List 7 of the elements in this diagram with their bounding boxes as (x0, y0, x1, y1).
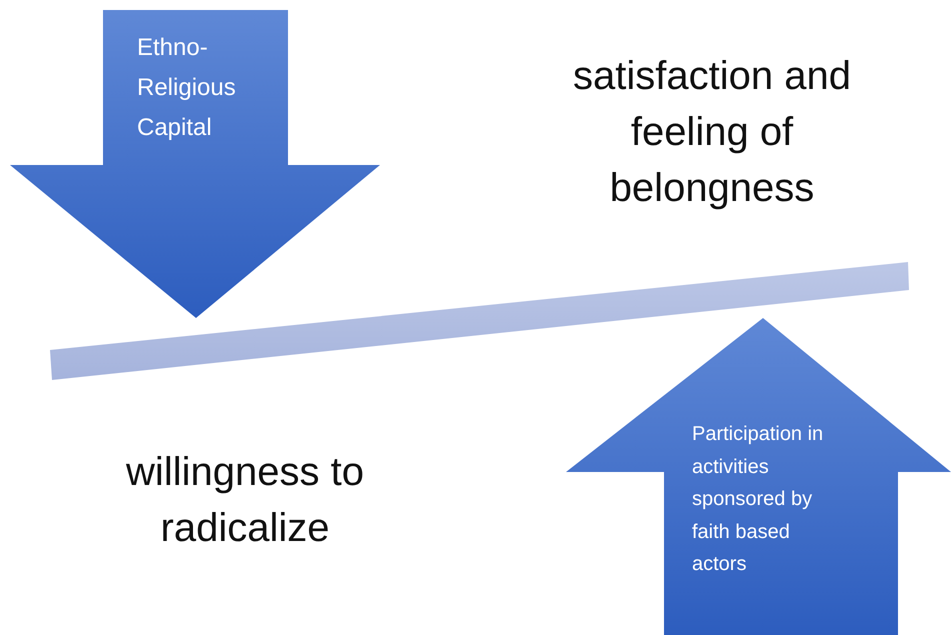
arrow-label: Participation in activities sponsored by faith based actors (692, 422, 824, 577)
outcome-text: willingness to radicalize (125, 449, 365, 552)
arrow-label: Ethno-Religious Capital (137, 33, 237, 143)
outcome-text: satisfaction and feeling of belongness (572, 53, 852, 212)
down-block-arrow (10, 10, 380, 318)
seesaw-bar (50, 262, 909, 380)
up-block-arrow (566, 318, 951, 635)
